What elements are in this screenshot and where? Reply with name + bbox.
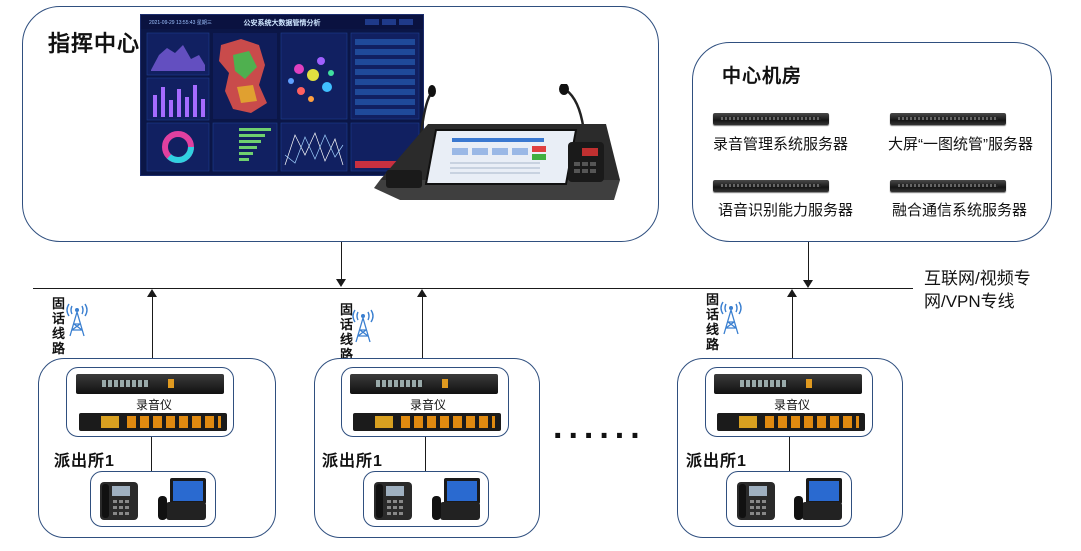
connector-machine-room [808, 242, 809, 280]
recorder-device-top [350, 374, 498, 394]
station-line-label: 固话线路 [340, 302, 354, 362]
desk-phone-icon [100, 482, 138, 520]
station-name: 派出所1 [54, 453, 115, 470]
network-label-line2: 网/VPN专线 [924, 292, 1015, 311]
arrow-up [147, 289, 157, 297]
dashboard-datetime: 2021-09-29 13:55:43 星期三 [149, 20, 212, 26]
antenna-icon [352, 309, 374, 343]
antenna-icon [66, 303, 88, 337]
arrow-down [803, 280, 813, 288]
arrow-down [336, 279, 346, 287]
dashboard-screen: 公安系统大数据管情分析 2021-09-29 13:55:43 星期三 [140, 14, 424, 176]
station-name: 派出所1 [322, 453, 383, 470]
desk-phone-icon [737, 482, 775, 520]
dispatch-console-graphic [374, 83, 620, 200]
server-icon [890, 180, 1006, 192]
video-phone-icon [432, 478, 480, 520]
connector-station-1 [152, 296, 153, 359]
machine-room-title: 中心机房 [722, 66, 803, 87]
server-icon [713, 113, 829, 125]
station-line-label: 固话线路 [706, 292, 720, 352]
antenna-icon [720, 301, 742, 335]
recorder-device-bottom [79, 413, 227, 431]
dispatch-console [370, 83, 620, 206]
recorder-label: 录音仪 [136, 398, 173, 412]
network-bus-line [33, 288, 913, 289]
recorder-phone-connector [151, 437, 152, 471]
arrow-up [787, 289, 797, 297]
desk-phone-icon [374, 482, 412, 520]
command-center-title: 指挥中心 [48, 31, 141, 56]
station-line-label: 固话线路 [52, 296, 66, 356]
recorder-label: 录音仪 [410, 398, 447, 412]
station-name: 派出所1 [686, 453, 747, 470]
network-label-line1: 互联网/视频专 [924, 269, 1031, 288]
server-icon [890, 113, 1006, 125]
connector-station-2 [422, 296, 423, 359]
recorder-device-bottom [717, 413, 865, 431]
recorder-label: 录音仪 [774, 398, 811, 412]
dashboard-graphic: 公安系统大数据管情分析 2021-09-29 13:55:43 星期三 [141, 15, 423, 172]
server-label-fusion: 融合通信系统服务器 [892, 202, 1028, 219]
server-icon [713, 180, 829, 192]
dashboard-title: 公安系统大数据管情分析 [244, 18, 321, 27]
video-phone-icon [794, 478, 842, 520]
arrow-up [417, 289, 427, 297]
server-label-recording: 录音管理系统服务器 [713, 136, 849, 153]
recorder-device-bottom [353, 413, 501, 431]
recorder-phone-connector [425, 437, 426, 471]
recorder-phone-connector [789, 437, 790, 471]
recorder-device-top [76, 374, 224, 394]
video-phone-icon [158, 478, 206, 520]
recorder-device-top [714, 374, 862, 394]
ellipsis: ...... [553, 408, 646, 446]
machine-room-panel [692, 42, 1052, 242]
server-label-speech: 语音识别能力服务器 [718, 202, 854, 219]
connector-station-3 [792, 296, 793, 359]
server-label-bigscreen: 大屏“一图统管”服务器 [888, 136, 1033, 153]
connector-command-center [341, 242, 342, 280]
